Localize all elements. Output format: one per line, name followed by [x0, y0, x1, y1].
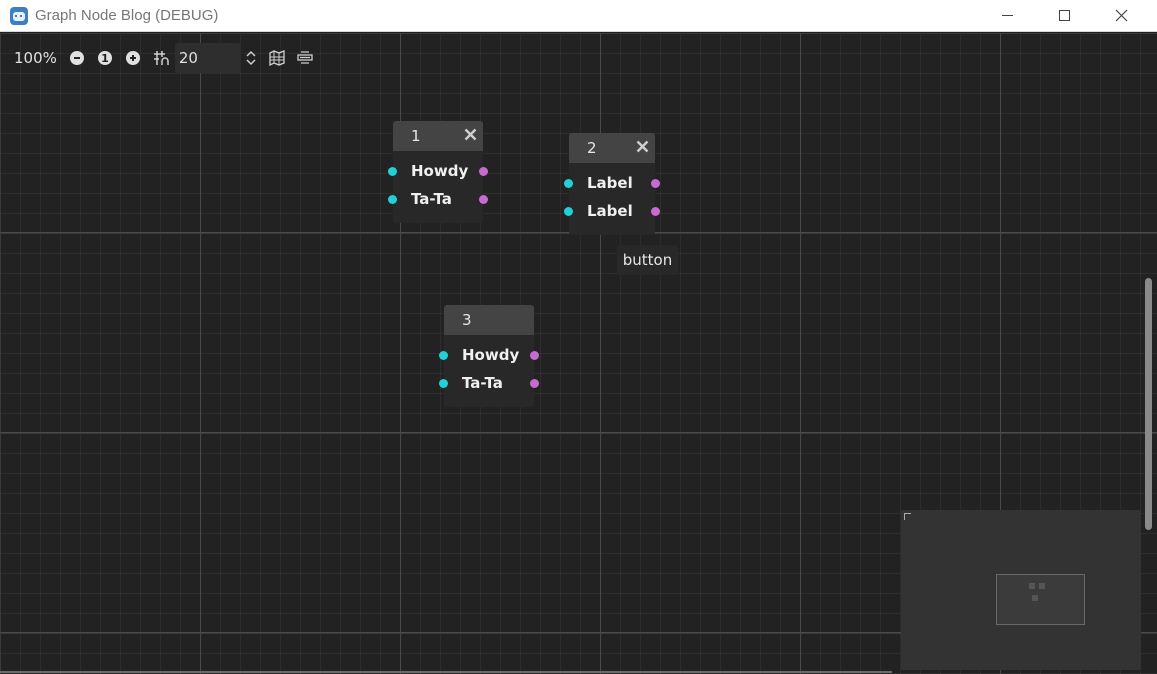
grid-line [200, 33, 201, 674]
input-port[interactable] [564, 179, 573, 188]
title-bar: Graph Node Blog (DEBUG) [0, 0, 1157, 32]
minimap[interactable] [901, 510, 1141, 670]
node-close-button[interactable] [464, 127, 477, 145]
graph-node-1[interactable]: 1 Howdy Ta-Ta [388, 121, 488, 223]
stepper-arrows-icon [246, 50, 256, 66]
minimap-viewport[interactable] [996, 574, 1085, 625]
zoom-out-button[interactable] [69, 50, 85, 66]
grid-line [600, 33, 601, 674]
minimize-icon [1001, 14, 1013, 16]
node-body: Howdy Ta-Ta [388, 151, 488, 223]
minimap-resize-handle[interactable] [904, 513, 911, 520]
node-slot: Ta-Ta [388, 185, 488, 213]
node-slot: Ta-Ta [439, 369, 539, 397]
snap-stepper[interactable] [245, 50, 257, 66]
snap-grid-icon [153, 51, 169, 65]
slot-label: Ta-Ta [462, 374, 503, 392]
maximize-button[interactable] [1035, 0, 1093, 30]
vertical-scrollbar[interactable] [1143, 33, 1157, 674]
output-port[interactable] [651, 179, 660, 188]
node-title: 1 [411, 127, 421, 145]
graph-edit-canvas[interactable]: 100% 1 20 [0, 33, 1157, 674]
slot-label: Label [587, 174, 633, 192]
minimap-toggle-button[interactable] [269, 50, 285, 66]
output-port[interactable] [479, 167, 488, 176]
output-port[interactable] [479, 195, 488, 204]
output-port[interactable] [651, 207, 660, 216]
vertical-scrollbar-thumb[interactable] [1145, 278, 1152, 530]
node-body: Label Label [564, 163, 660, 235]
slot-label: Howdy [411, 162, 469, 180]
output-port[interactable] [530, 351, 539, 360]
arrange-nodes-icon [297, 51, 313, 64]
slot-label: Howdy [462, 346, 520, 364]
zoom-in-button[interactable] [125, 50, 141, 66]
grid-line [1000, 33, 1001, 674]
minimize-button[interactable] [978, 0, 1036, 30]
node-slot: Howdy [439, 341, 539, 369]
node-header[interactable]: 2 [569, 133, 655, 163]
node-title: 2 [587, 139, 597, 157]
close-window-button[interactable] [1092, 0, 1150, 30]
close-icon [464, 128, 477, 141]
close-icon [636, 140, 649, 153]
graph-node-2[interactable]: 2 Label Label [564, 133, 660, 235]
output-port[interactable] [530, 379, 539, 388]
minimap-node [1032, 595, 1038, 601]
zoom-reset-label: 1 [97, 51, 112, 65]
node-slot: Label [564, 169, 660, 197]
node-title: 3 [462, 311, 472, 329]
node-header[interactable]: 1 [393, 121, 483, 151]
zoom-level: 100% [14, 49, 57, 67]
node-slot: Label [564, 197, 660, 225]
close-icon [1115, 9, 1127, 21]
input-port[interactable] [388, 195, 397, 204]
window-title: Graph Node Blog (DEBUG) [35, 7, 219, 24]
minimap-node [1029, 583, 1035, 589]
grid-line [0, 432, 1157, 433]
node-close-button[interactable] [636, 139, 649, 157]
button[interactable]: button [617, 245, 678, 275]
plus-icon [125, 51, 140, 65]
slot-label: Ta-Ta [411, 190, 452, 208]
node-slot: Howdy [388, 157, 488, 185]
grid-line [400, 33, 401, 674]
minimap-icon [269, 50, 285, 66]
input-port[interactable] [564, 207, 573, 216]
graph-node-3[interactable]: 3 Howdy Ta-Ta [439, 305, 539, 407]
node-body: Howdy Ta-Ta [439, 335, 539, 407]
slot-label: Label [587, 202, 633, 220]
horizontal-scrollbar-thumb[interactable] [0, 671, 892, 673]
arrange-nodes-button[interactable] [297, 50, 313, 66]
grid-line [800, 33, 801, 674]
godot-icon [10, 6, 28, 25]
grid-line [0, 632, 1157, 633]
snap-toggle-button[interactable] [153, 50, 169, 66]
maximize-icon [1058, 9, 1070, 21]
input-port[interactable] [388, 167, 397, 176]
graph-toolbar: 100% 1 20 [14, 43, 325, 73]
snap-distance-input[interactable]: 20 [174, 43, 241, 73]
minus-icon [69, 51, 84, 65]
node-header[interactable]: 3 [444, 305, 534, 335]
input-port[interactable] [439, 351, 448, 360]
input-port[interactable] [439, 379, 448, 388]
zoom-reset-button[interactable]: 1 [97, 50, 113, 66]
minimap-node [1039, 583, 1045, 589]
